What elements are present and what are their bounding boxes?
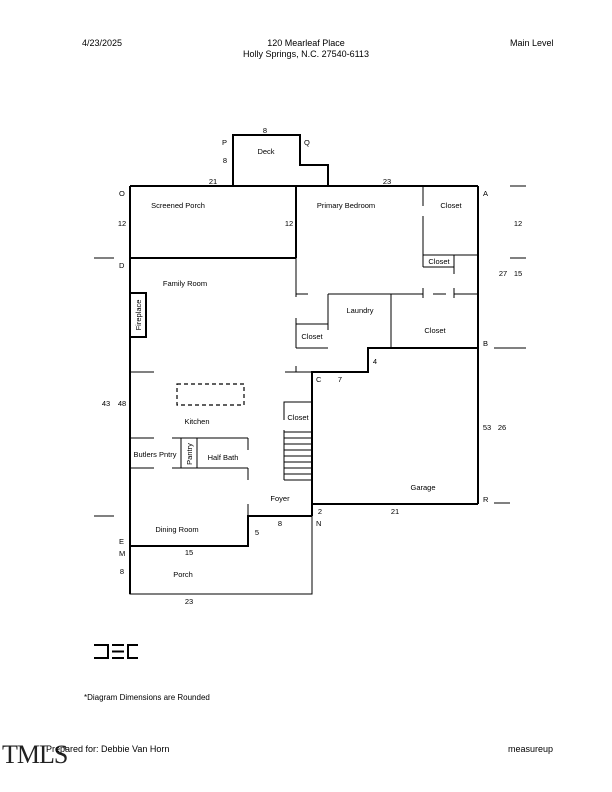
stairs [284, 431, 312, 481]
room-pantry: Pantry [185, 443, 194, 465]
room-primary-bedroom: Primary Bedroom [317, 201, 375, 210]
dim-porch-top: 21 [209, 177, 217, 186]
dim-porch-8: 8 [120, 567, 124, 576]
room-half-bath: Half Bath [208, 453, 239, 462]
dim-dining-15: 15 [185, 548, 193, 557]
room-garage: Garage [410, 483, 435, 492]
dim-c-7: 7 [338, 375, 342, 384]
prepared-for: Prepared for: Debbie Van Horn [46, 744, 170, 754]
room-screened-porch: Screened Porch [151, 201, 205, 210]
dim-c-4: 4 [373, 357, 377, 366]
dim-deck-top: 8 [263, 126, 267, 135]
dim-left-48: 48 [118, 399, 126, 408]
point-d: D [119, 261, 125, 270]
point-b: B [483, 339, 488, 348]
dim-foyer-5: 5 [255, 528, 259, 537]
point-p: P [222, 138, 227, 147]
point-r: R [483, 495, 489, 504]
address-line1: 120 Mearleaf Place [267, 38, 345, 48]
dim-foyer-8: 8 [278, 519, 282, 528]
room-closet-stairs: Closet [287, 413, 309, 422]
dim-right-15: 15 [514, 269, 522, 278]
dim-n-2: 2 [318, 507, 322, 516]
room-kitchen: Kitchen [184, 417, 209, 426]
dim-left-43: 43 [102, 399, 110, 408]
point-m: M [119, 549, 125, 558]
point-n: N [316, 519, 321, 528]
dim-right-12: 12 [514, 219, 522, 228]
point-q: Q [304, 138, 310, 147]
room-deck: Deck [257, 147, 274, 156]
point-a: A [483, 189, 488, 198]
dim-porch-right: 12 [285, 219, 293, 228]
room-laundry: Laundry [346, 306, 373, 315]
dim-right-53: 53 [483, 423, 491, 432]
room-closet-small: Closet [428, 257, 450, 266]
room-dining-room: Dining Room [155, 525, 198, 534]
room-closet-hall: Closet [301, 332, 323, 341]
dim-deck-side: 8 [223, 156, 227, 165]
address-line2: Holly Springs, N.C. 27540-6113 [243, 49, 369, 59]
room-family-room: Family Room [163, 279, 207, 288]
room-closet-laundry: Closet [424, 326, 446, 335]
dimensions-note: *Diagram Dimensions are Rounded [84, 693, 210, 702]
dec-logo [94, 644, 138, 659]
dim-right-26: 26 [498, 423, 506, 432]
date: 4/23/2025 [82, 38, 123, 48]
room-porch: Porch [173, 570, 193, 579]
room-butlers-pantry: Butlers Pntry [134, 450, 177, 459]
dim-bedroom-top: 23 [383, 177, 391, 186]
walls [94, 134, 526, 595]
fireplace-outline [129, 292, 147, 338]
room-foyer: Foyer [270, 494, 290, 503]
dim-porch-left: 12 [118, 219, 126, 228]
dim-garage-bottom: 21 [391, 507, 399, 516]
room-closet-primary: Closet [440, 201, 462, 210]
room-fireplace: Fireplace [134, 300, 143, 331]
company-name: measureup [508, 744, 554, 754]
point-c: C [316, 375, 322, 384]
kitchen-island [176, 383, 245, 406]
point-e: E [119, 537, 124, 546]
tmls-watermark: TMLS [2, 740, 68, 769]
dim-right-27: 27 [499, 269, 507, 278]
point-o: O [119, 189, 125, 198]
level-label: Main Level [510, 38, 554, 48]
dim-porch-bottom: 23 [185, 597, 193, 606]
